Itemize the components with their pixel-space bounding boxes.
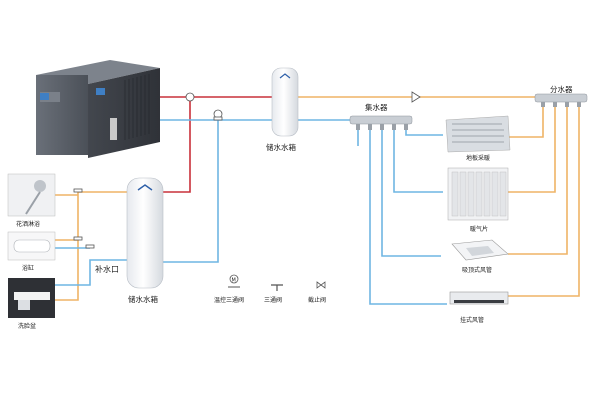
domestic-cold bbox=[55, 259, 127, 286]
wall-fan-coil-image bbox=[449, 291, 509, 305]
tee-valve-icon-4 bbox=[85, 244, 95, 249]
tee-valve-icon bbox=[213, 116, 223, 121]
supply-drop-4 bbox=[508, 104, 580, 297]
radiator-label: 暖气片 bbox=[470, 225, 488, 233]
washbasin-image bbox=[8, 278, 55, 318]
floor-heating-label: 地板采暖 bbox=[466, 154, 490, 162]
tank-top-label: 储水水箱 bbox=[266, 142, 296, 152]
return-4 bbox=[393, 124, 443, 193]
collector-manifold bbox=[349, 115, 413, 130]
legend-tee-valve: 三通阀 bbox=[264, 284, 283, 304]
stop-valve-legend-icon bbox=[316, 281, 326, 289]
distributor-manifold bbox=[534, 93, 588, 107]
legend-label: 三通阀 bbox=[264, 296, 282, 304]
tank-bottom-label: 储水水箱 bbox=[128, 294, 158, 304]
valve-marks bbox=[73, 91, 421, 249]
legend-label: 温控三通阀 bbox=[214, 296, 244, 304]
legend-symbol: M bbox=[232, 278, 236, 284]
ceiling-fan-coil-label: 吸顶式风管 bbox=[462, 266, 492, 274]
pump-icon bbox=[411, 91, 421, 103]
bathtub-image bbox=[7, 231, 56, 261]
storage-tank-top bbox=[271, 67, 299, 137]
shower-image bbox=[7, 173, 56, 217]
cold-pipe-down bbox=[163, 120, 219, 263]
domestic-supply bbox=[55, 191, 127, 301]
supply-drop-3 bbox=[508, 104, 568, 255]
legend-label: 截止阀 bbox=[308, 296, 326, 304]
storage-tank-bottom bbox=[126, 177, 164, 289]
return-2 bbox=[369, 124, 447, 305]
thermostatic-valve-icon bbox=[185, 92, 195, 102]
shower-label: 花洒淋浴 bbox=[16, 220, 40, 228]
floor-heating-image bbox=[445, 115, 511, 153]
tee-valve-icon-2 bbox=[73, 188, 83, 193]
legend-thermostatic-valve: M 温控三通阀 bbox=[214, 274, 244, 304]
supply-drop-1 bbox=[508, 104, 544, 138]
return-3 bbox=[381, 124, 441, 257]
distributor-label: 分水器 bbox=[550, 84, 573, 94]
hot-pipe-down bbox=[163, 97, 191, 193]
collector-label: 集水器 bbox=[365, 102, 388, 112]
legend-stop-valve: 截止阀 bbox=[308, 281, 326, 304]
pipes bbox=[55, 96, 580, 305]
ceiling-fan-coil-image bbox=[451, 239, 509, 261]
unit-panel-left bbox=[40, 93, 49, 100]
tee-valve-legend-icon bbox=[271, 284, 283, 291]
heat-pump-unit bbox=[36, 60, 160, 158]
legend: M 温控三通阀 三通阀 截止阀 bbox=[214, 274, 326, 304]
thermostatic-valve-legend-icon bbox=[229, 274, 239, 284]
unit-panel-right bbox=[96, 88, 105, 95]
wall-fan-coil-label: 挂式风管 bbox=[460, 316, 484, 324]
unit-fan-grille bbox=[124, 74, 150, 140]
washbasin-label: 洗脸盆 bbox=[18, 322, 36, 330]
supply-drop-2 bbox=[508, 104, 556, 193]
tee-valve-icon-3 bbox=[73, 236, 83, 241]
bathtub-label: 浴缸 bbox=[22, 264, 34, 272]
radiator-image bbox=[447, 167, 509, 221]
makeup-water-label: 补水口 bbox=[95, 264, 119, 274]
return-5 bbox=[405, 124, 443, 136]
